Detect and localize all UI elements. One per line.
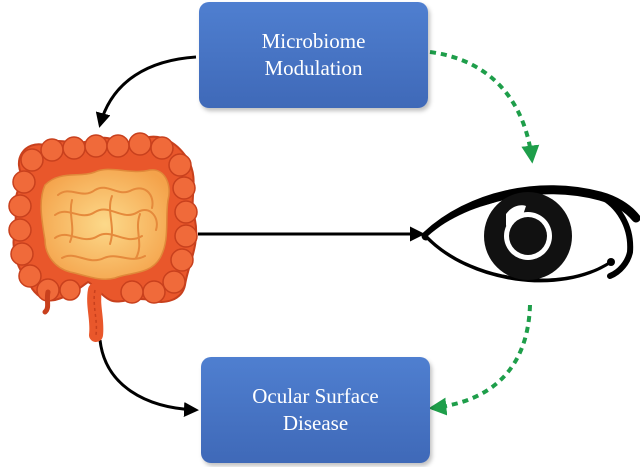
microbiome-label-line2: Modulation <box>264 56 363 80</box>
arrow-microbiome-to-eye <box>429 50 540 164</box>
ocular-label-line2: Disease <box>282 411 349 435</box>
microbiome-modulation-box: Microbiome Modulation <box>199 2 428 108</box>
ocular-label-line1: Ocular Surface <box>252 384 379 408</box>
eye-icon <box>421 185 640 283</box>
arrow-gut-to-ocular <box>98 339 199 418</box>
arrow-microbiome-to-gut <box>95 55 197 128</box>
microbiome-label-line1: Microbiome <box>261 29 366 53</box>
ocular-surface-disease-box: Ocular Surface Disease <box>201 357 430 463</box>
arrow-eye-to-ocular <box>428 304 532 416</box>
intestine-icon <box>8 132 198 342</box>
